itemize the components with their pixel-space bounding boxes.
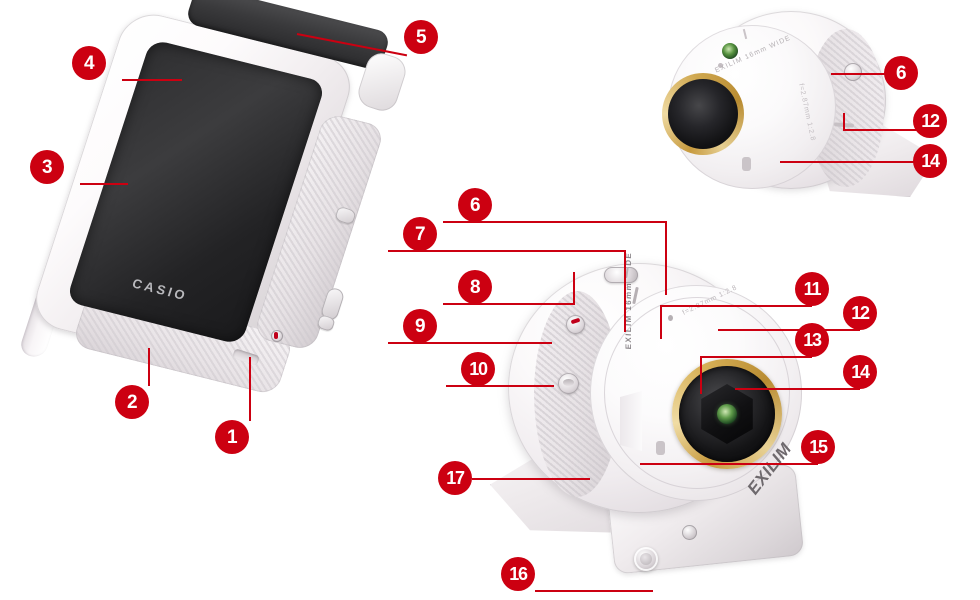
callout-badge-6[interactable]: 6 xyxy=(884,56,918,90)
callout-badge-8[interactable]: 8 xyxy=(458,270,492,304)
leader-line-inset-12 xyxy=(843,129,930,131)
callout-badge-6[interactable]: 6 xyxy=(458,188,492,222)
leader-line-16 xyxy=(535,590,653,592)
camera-face-notch xyxy=(620,391,642,451)
camera-inset-illustration: f=2.87mm 1:2.8 EXILIM 16mm WIDE xyxy=(662,5,936,205)
callout-badge-4[interactable]: 4 xyxy=(72,46,106,80)
monitor-indicator-lamp-9 xyxy=(271,330,283,342)
camera-unit-illustration: EXILIM 16mm WIDE f=2.87mm 1:2.8 EXILIM xyxy=(470,251,900,595)
callout-badge-7[interactable]: 7 xyxy=(403,217,437,251)
callout-badge-16[interactable]: 16 xyxy=(501,557,535,591)
inset-camera-lens xyxy=(662,73,744,155)
leader-line-6v xyxy=(665,221,667,295)
leader-line-6 xyxy=(443,221,667,223)
callout-badge-14[interactable]: 14 xyxy=(843,355,877,389)
camera-body: EXILIM 16mm WIDE f=2.87mm 1:2.8 EXILIM xyxy=(508,251,802,513)
camera-lens-barrel xyxy=(679,366,775,462)
leader-line-2 xyxy=(148,348,150,386)
camera-lens-element xyxy=(717,404,737,424)
callout-badge-9[interactable]: 9 xyxy=(403,309,437,343)
callout-badge-13[interactable]: 13 xyxy=(795,323,829,357)
leader-line-11v xyxy=(660,305,662,339)
monitor-unit-illustration: CASIO xyxy=(17,0,440,430)
camera-lens-gold-ring xyxy=(672,359,782,469)
callout-badge-12[interactable]: 12 xyxy=(913,104,947,138)
callout-badge-1[interactable]: 1 xyxy=(215,420,249,454)
leader-line-11 xyxy=(660,305,812,307)
leader-line-13 xyxy=(700,356,812,358)
leader-line-15 xyxy=(640,463,818,465)
callout-badge-17[interactable]: 17 xyxy=(438,461,472,495)
callout-badge-5[interactable]: 5 xyxy=(404,20,438,54)
callout-badge-12[interactable]: 12 xyxy=(843,296,877,330)
callout-badge-3[interactable]: 3 xyxy=(30,150,64,184)
callout-badge-11[interactable]: 11 xyxy=(795,272,829,306)
inset-latch-14 xyxy=(742,157,751,171)
camera-latch-15 xyxy=(656,441,665,455)
inset-button-6 xyxy=(844,63,862,81)
callout-badge-14[interactable]: 14 xyxy=(913,144,947,178)
leader-line-4 xyxy=(122,79,182,81)
camera-sensor-dot-11 xyxy=(668,315,673,321)
leader-line-7 xyxy=(388,250,626,252)
leader-line-3 xyxy=(80,183,128,185)
camera-power-button-9 xyxy=(566,315,585,334)
inset-lens-element xyxy=(722,43,738,59)
camera-shutter-button-8 xyxy=(604,267,638,283)
callout-badge-10[interactable]: 10 xyxy=(461,352,495,386)
inset-sensor-dot xyxy=(718,63,723,68)
callout-badge-15[interactable]: 15 xyxy=(801,430,835,464)
camera-tripod-socket xyxy=(634,547,658,571)
leader-line-7v xyxy=(624,250,626,332)
leader-line-17 xyxy=(472,478,590,480)
camera-button-10 xyxy=(558,373,579,394)
leader-line-8 xyxy=(443,303,575,305)
leader-line-10 xyxy=(446,385,554,387)
leader-line-1 xyxy=(249,357,251,421)
leader-line-14 xyxy=(735,388,860,390)
leader-line-12 xyxy=(718,329,860,331)
camera-foot-screw-2 xyxy=(682,525,697,540)
leader-line-inset-6 xyxy=(831,73,901,75)
inset-camera-body: f=2.87mm 1:2.8 EXILIM 16mm WIDE xyxy=(662,11,886,189)
leader-line-inset-12v xyxy=(843,113,845,130)
callout-badge-2[interactable]: 2 xyxy=(115,385,149,419)
leader-line-13v xyxy=(700,356,702,394)
leader-line-8v xyxy=(573,272,575,304)
leader-line-inset-14 xyxy=(780,161,930,163)
leader-line-9 xyxy=(388,342,552,344)
